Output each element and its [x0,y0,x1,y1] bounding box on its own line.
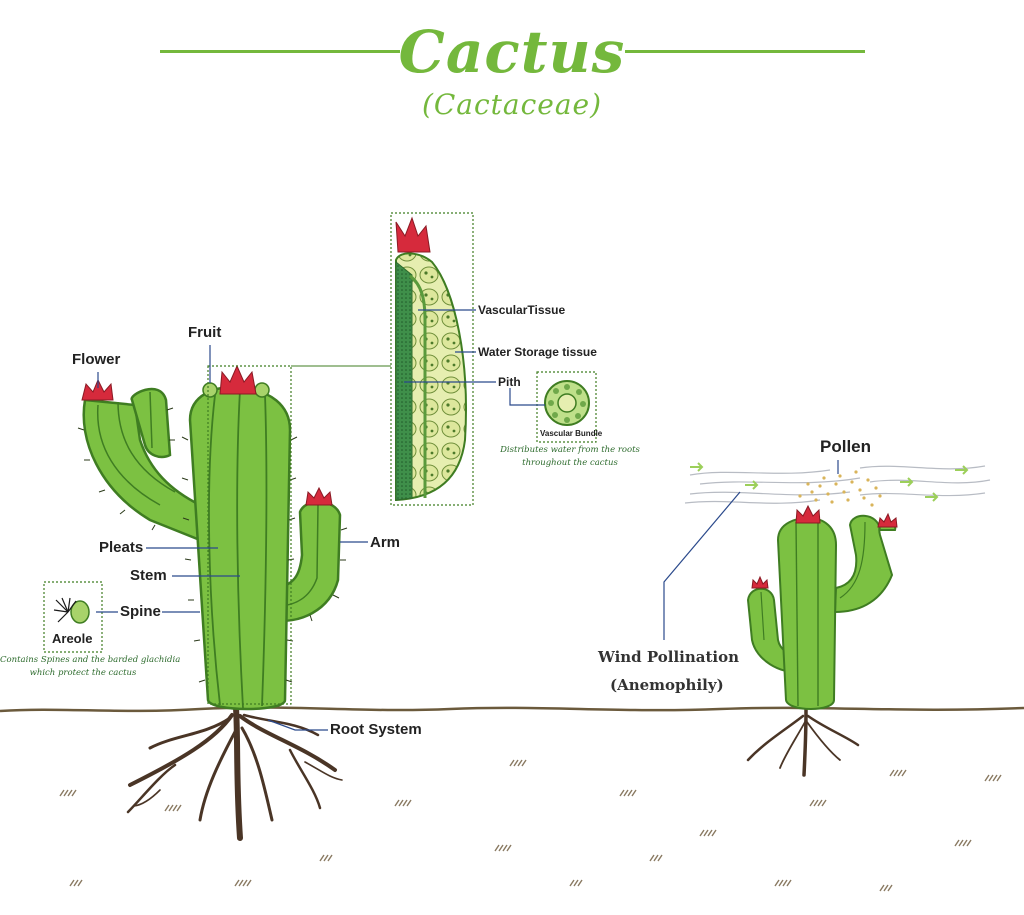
small-cactus-right-arm [833,514,897,614]
main-cactus-spines [77,407,348,683]
areole-illustration [53,597,90,624]
label-water-storage: Water Storage tissue [478,345,597,359]
label-spine: Spine [120,603,161,620]
stem-highlight-box [207,365,292,705]
label-pollen: Pollen [820,437,872,456]
cross-section-illustration [395,216,467,502]
label-pleats: Pleats [99,539,144,556]
diagram-subtitle: (Cactaceae) [421,88,603,121]
label-anemophily: (Anemophily) [610,676,724,694]
vascular-bundle-illustration [544,380,590,426]
label-flower: Flower [72,351,121,368]
label-wind-pollination: Wind Pollination [598,648,740,666]
label-root-system: Root System [330,721,422,738]
main-cactus-left-arm [82,387,202,542]
label-stem: Stem [130,567,167,584]
main-cactus-flower-left [81,378,114,401]
wind-streaks [684,465,991,504]
main-cactus-flower-top [219,364,257,395]
main-root-system [126,705,343,841]
ground-line [0,706,1024,713]
label-vascular-tissue: VascularTissue [478,303,566,317]
label-fruit: Fruit [188,324,222,341]
main-cactus-flower-arm [305,486,333,506]
soil-texture [59,759,1002,892]
areole-box [43,581,103,653]
note-areole-line2: which protect the cactus [29,668,137,678]
pollen-grains [798,470,882,507]
label-arm: Arm [370,534,401,551]
note-vascular-bundle: Distributes water from the roots through… [500,444,640,470]
note-vascular-bundle-line2: throughout the cactus [522,458,618,468]
title-rule-right [625,50,865,53]
note-vascular-bundle-line1: Distributes water from the roots [500,445,640,455]
leader-lines [96,309,839,731]
label-pith: Pith [498,375,521,389]
diagram-title: Cactus [398,18,626,86]
note-areole: Contains Spines and the barded glachidia… [0,654,181,680]
title-rule-left [160,50,400,53]
vascular-bundle-box [536,371,597,443]
small-cactus-flowers [751,504,898,589]
note-areole-line1: Contains Spines and the barded glachidia [0,655,181,665]
label-vascular-bundle: Vascular Bundle [540,429,603,438]
small-cactus-stem [776,516,838,710]
wind-arrows [690,462,969,502]
label-areole: Areole [52,631,93,646]
cross-section-box [390,212,474,506]
small-root-system [746,708,860,777]
